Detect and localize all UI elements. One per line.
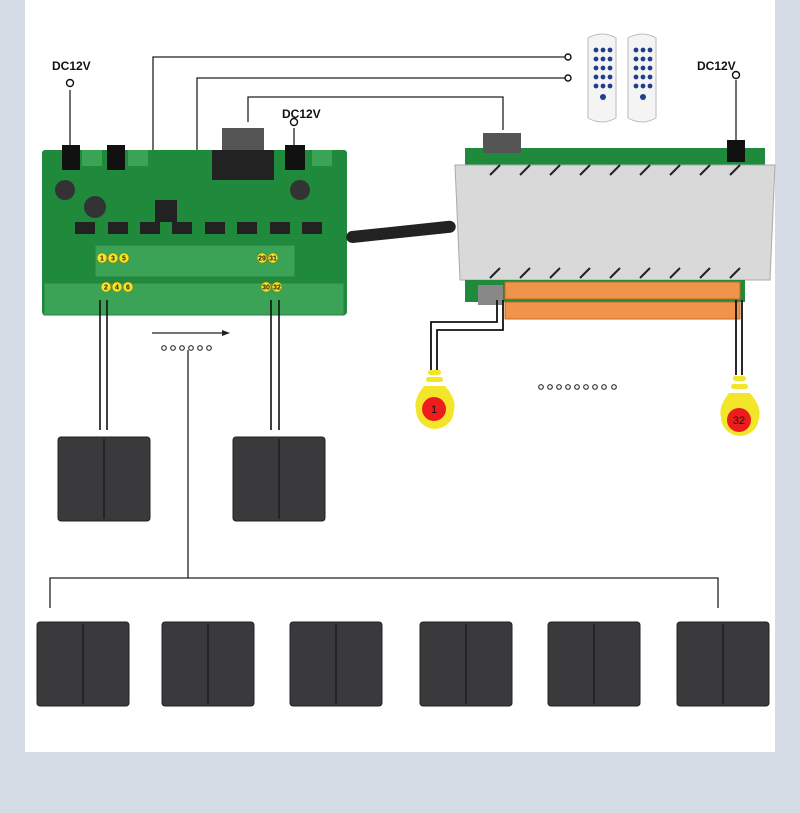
input-terminal-board: 1 3 5 29 31 2 4 6 30 32 — [42, 128, 347, 316]
wall-switch — [289, 621, 383, 707]
power-label-left: DC12V — [52, 59, 91, 73]
terminal-label: 30 — [262, 285, 270, 292]
antenna — [346, 220, 456, 244]
diagram-panel — [25, 0, 775, 752]
terminal-label: 1 — [100, 256, 104, 263]
terminal-label: 32 — [273, 285, 281, 292]
bulb-wires — [430, 300, 743, 375]
relay-module — [454, 133, 776, 320]
wall-switch — [676, 621, 770, 707]
wall-switches — [36, 436, 770, 707]
terminal-label: 3 — [111, 256, 115, 263]
bulb-number: 1 — [431, 404, 437, 416]
wall-switch — [36, 621, 130, 707]
terminal-label: 2 — [104, 285, 108, 292]
wall-switch — [547, 621, 641, 707]
remote-controls — [587, 33, 657, 123]
wall-switch — [57, 436, 151, 522]
light-bulb-32: 32 — [720, 376, 760, 436]
terminal-label: 6 — [126, 285, 130, 292]
wall-switch — [161, 621, 255, 707]
light-bulb-1: 1 — [415, 370, 455, 429]
terminal-label: 5 — [122, 256, 126, 263]
power-terminals — [65, 53, 741, 127]
wall-switch — [232, 436, 326, 522]
ellipsis-dots — [538, 384, 617, 390]
bulb-number: 32 — [733, 415, 745, 427]
power-label-middle: DC12V — [282, 107, 321, 121]
power-label-right: DC12V — [697, 59, 736, 73]
wall-switch — [419, 621, 513, 707]
remote-control — [587, 33, 617, 123]
ellipsis-dots — [161, 345, 212, 351]
terminal-label: 29 — [258, 256, 266, 263]
switch-wires — [99, 300, 280, 430]
terminal-label: 31 — [269, 256, 277, 263]
arrow-icon — [152, 330, 230, 336]
terminal-label: 4 — [115, 285, 119, 292]
remote-control — [627, 33, 657, 123]
